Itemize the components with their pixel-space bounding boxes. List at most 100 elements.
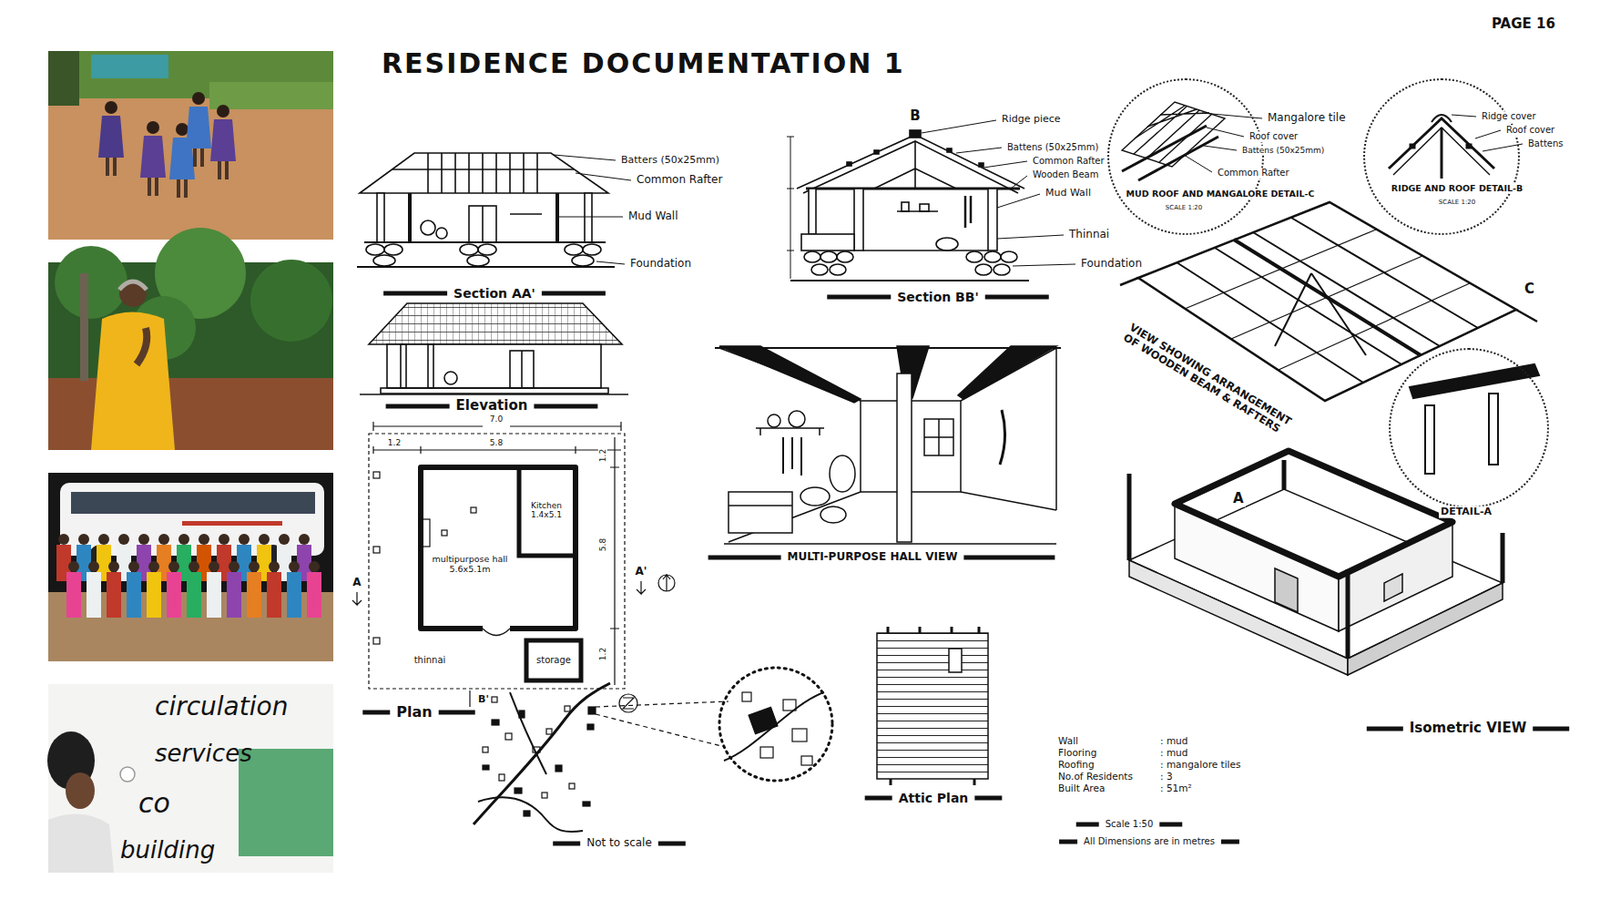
photo-group-bus-part [138, 533, 150, 545]
caption-bar [1532, 726, 1570, 732]
photo-group-bus-part [182, 520, 283, 526]
hall-perspective-part [719, 347, 1057, 542]
section-bb-part [901, 202, 909, 212]
hall-perspective-part [788, 410, 806, 428]
photo-group-bus [48, 472, 334, 662]
section-aa-part [373, 254, 396, 266]
spec-value: : mud [1158, 746, 1190, 758]
site-plan-part [514, 787, 522, 794]
photo-group-bus-part [268, 560, 280, 572]
view-caption: MULTI-PURPOSE HALL VIEW [785, 550, 960, 564]
site-plan-part [622, 697, 634, 709]
detail-b-drawing-part [1409, 143, 1416, 149]
spec-value: : 51m² [1158, 782, 1194, 794]
hall-perspective [714, 346, 1061, 544]
photo-group-bus-part [88, 560, 100, 572]
site-plan-part [588, 706, 596, 714]
detail-label: RIDGE AND ROOF DETAIL-B [1389, 183, 1525, 194]
section-bb-part [1000, 251, 1018, 263]
site-plan-part [491, 719, 500, 725]
section-aa-part [359, 152, 609, 194]
detail-label: MUD ROOF AND MANGALORE DETAIL-C [1124, 189, 1317, 200]
photo-text: circulation [152, 692, 290, 722]
dimension: 5.8 [488, 438, 505, 448]
photo-group-bus-part [206, 571, 222, 618]
spec-key: Wall [1056, 734, 1081, 746]
section-bb-part [874, 141, 957, 189]
section-aa-part [384, 244, 403, 255]
photo-group-bus-part [278, 533, 290, 545]
section-aa-part [468, 205, 497, 243]
roof-framing-part [1176, 217, 1478, 383]
photo-schoolchildren-part [48, 50, 334, 240]
photo-sign-painting-part [48, 683, 334, 873]
caption-bar [865, 795, 893, 801]
detail-b-drawing-part [1466, 143, 1472, 149]
photo-group-bus-part [286, 571, 302, 618]
site-plan-part [491, 696, 498, 703]
photo-schoolchildren-part [146, 121, 160, 134]
page-number: PAGE 16 [1489, 16, 1558, 32]
spec-value: : mangalore tiles [1158, 758, 1243, 770]
photo-schoolchildren-part [185, 106, 212, 149]
photo-group-bus-part [48, 472, 334, 662]
section-mark: A' [633, 565, 650, 579]
dimension: 1.2 [598, 447, 608, 464]
hall-perspective-part [924, 418, 954, 456]
site-plan-part [723, 692, 825, 761]
hall-perspective-part [829, 455, 856, 492]
elevation-part [387, 344, 602, 388]
section-bb-part [909, 130, 921, 138]
photo-group-bus-part [266, 571, 282, 618]
part-label: Thinnai [1067, 228, 1111, 242]
photo-schoolchildren-part [104, 101, 118, 114]
photo-sign-painting-part [238, 748, 334, 857]
section-aa-part [459, 244, 479, 255]
floor-plan-part [662, 574, 671, 592]
photo-schoolchildren-part [175, 122, 189, 136]
section-bb-part [786, 136, 795, 279]
section-mark: B' [476, 693, 491, 706]
detail-a-drawing-part [1488, 393, 1499, 465]
detail-circle: Mangalore tileRoof coverBattens (50x25mm… [1107, 78, 1264, 235]
photo-group-bus-part [148, 560, 160, 572]
detail-mark: C [1522, 281, 1537, 297]
section-aa-part [478, 244, 497, 255]
detail-label: SCALE 1:20 [1163, 203, 1204, 212]
photo-schoolchildren-part [176, 179, 181, 198]
section-aa-part [571, 254, 594, 266]
section-aa [356, 152, 632, 267]
photo-group-bus-part [71, 491, 316, 514]
photo-schoolchildren-part [48, 50, 80, 106]
detail-circle: Ridge coverRoof coverBattensRIDGE AND RO… [1363, 78, 1520, 235]
photo-group-bus-part [168, 560, 180, 572]
section-aa-part [436, 227, 448, 239]
section-aa-part [582, 244, 602, 255]
view-caption: Plan [394, 703, 434, 721]
floor-plan-part [373, 446, 622, 454]
part-label: Foundation [628, 257, 693, 271]
room-label: storage [534, 654, 573, 666]
part-label: Common Rafter [1030, 155, 1107, 167]
hall-perspective-part [800, 487, 830, 506]
floor-plan-part [519, 467, 576, 556]
detail-label: Battens [1526, 138, 1566, 150]
view-caption: Attic Plan [896, 790, 971, 806]
photo-schoolchildren-part [183, 179, 188, 198]
floor-plan-part [482, 628, 510, 636]
caption-bar [552, 841, 581, 846]
photo-group-bus-part [246, 571, 262, 618]
site-plan-part [541, 792, 548, 798]
section-bb-part [820, 251, 837, 263]
photo-group-bus-part [166, 571, 182, 618]
isometric-view-part [1274, 568, 1298, 612]
photo-group-bus-part [68, 560, 80, 572]
photo-schoolchildren-part [147, 177, 152, 196]
section-aa-part [509, 213, 542, 215]
photo-schoolchildren-part [112, 157, 117, 176]
detail-label: DETAIL-A [1438, 506, 1494, 519]
photo-elder-woman-part [48, 377, 334, 450]
photo-group-bus-part [306, 571, 322, 618]
caption-bar [963, 555, 1055, 561]
site-plan-part [482, 764, 490, 770]
